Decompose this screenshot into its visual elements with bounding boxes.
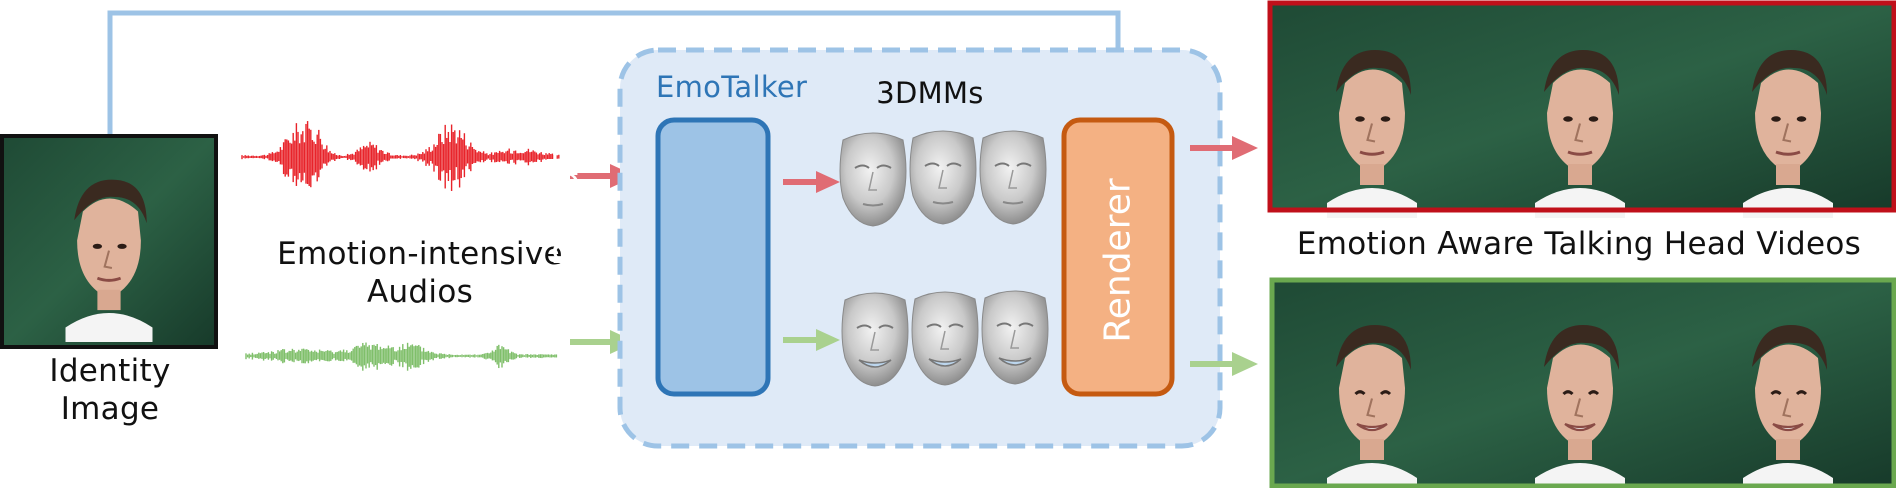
3dmms-label: 3DMMs bbox=[876, 76, 984, 110]
neutral-audio-waveform bbox=[241, 121, 560, 191]
generator-block bbox=[655, 117, 771, 397]
generator-label: Generator bbox=[537, 104, 589, 329]
renderer-block bbox=[1061, 117, 1175, 397]
emotalker-title: EmoTalker bbox=[656, 70, 808, 104]
happy-audio-waveform bbox=[245, 342, 558, 371]
3dmm-mesh-icon bbox=[841, 292, 909, 387]
output-videos-label: Emotion Aware Talking Head Videos bbox=[1296, 226, 1862, 262]
3dmm-mesh-icon bbox=[909, 130, 977, 225]
identity-image bbox=[0, 134, 218, 349]
3dmm-mesh-icon bbox=[839, 132, 907, 227]
3dmm-mesh-icon bbox=[979, 130, 1047, 225]
arrow-icon bbox=[783, 329, 840, 351]
arrow-icon bbox=[1190, 136, 1258, 160]
neutral-output-video bbox=[1267, 0, 1896, 220]
3dmm-mesh-icon bbox=[911, 291, 979, 386]
3dmm-mesh-icon bbox=[981, 290, 1049, 385]
happy-output-video bbox=[1269, 277, 1896, 488]
arrow-icon bbox=[1190, 352, 1258, 376]
audios-label: Emotion-intensive Audios bbox=[277, 236, 563, 310]
arrow-icon bbox=[783, 171, 840, 193]
identity-image-label: Identity Image bbox=[49, 353, 171, 427]
renderer-label: Renderer bbox=[1097, 178, 1139, 343]
